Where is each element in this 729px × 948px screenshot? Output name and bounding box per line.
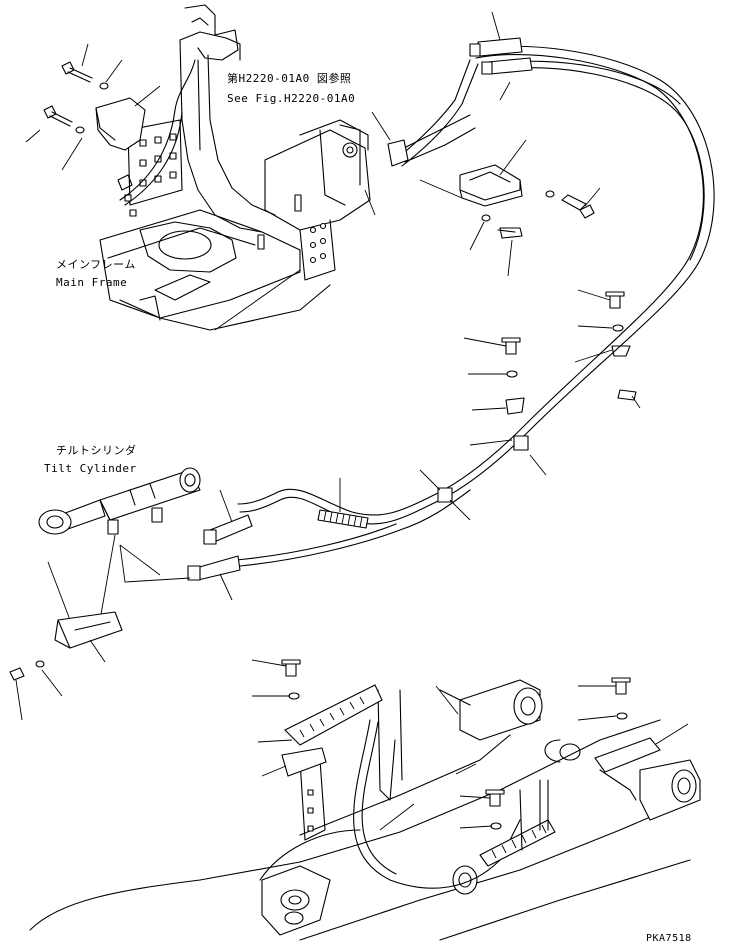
blade-assembly bbox=[29, 659, 701, 941]
tilt-cylinder-label-en: Tilt Cylinder bbox=[44, 462, 137, 475]
reference-label-jp: 第H2220-01A0 図参照 bbox=[227, 72, 352, 85]
main-frame bbox=[95, 4, 376, 331]
bracket-upper-right bbox=[419, 139, 601, 277]
reference-label-en: See Fig.H2220-01A0 bbox=[227, 92, 356, 105]
main-frame-label-en: Main Frame bbox=[56, 276, 128, 289]
main-frame-label-jp: メインフレーム bbox=[56, 258, 136, 271]
clamp-hardware-mid bbox=[463, 289, 641, 415]
bolt-group-top-left bbox=[25, 43, 161, 171]
hose-routing bbox=[187, 11, 715, 601]
drawing-code: PKA7518 bbox=[646, 933, 692, 944]
tilt-cylinder bbox=[9, 467, 201, 721]
tilt-cylinder-label-jp: チルトシリンダ bbox=[56, 444, 137, 457]
